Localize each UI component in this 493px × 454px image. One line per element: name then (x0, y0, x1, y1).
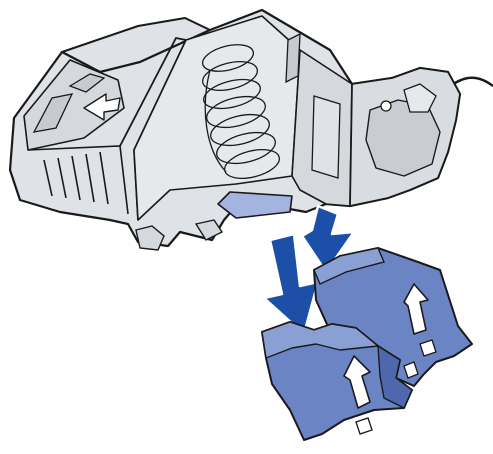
staple-pack-tab (356, 418, 372, 434)
latch-hole (381, 101, 391, 111)
cartridge-housing (10, 10, 460, 250)
compartment-slot (286, 34, 300, 82)
compartment-rib (312, 96, 340, 178)
